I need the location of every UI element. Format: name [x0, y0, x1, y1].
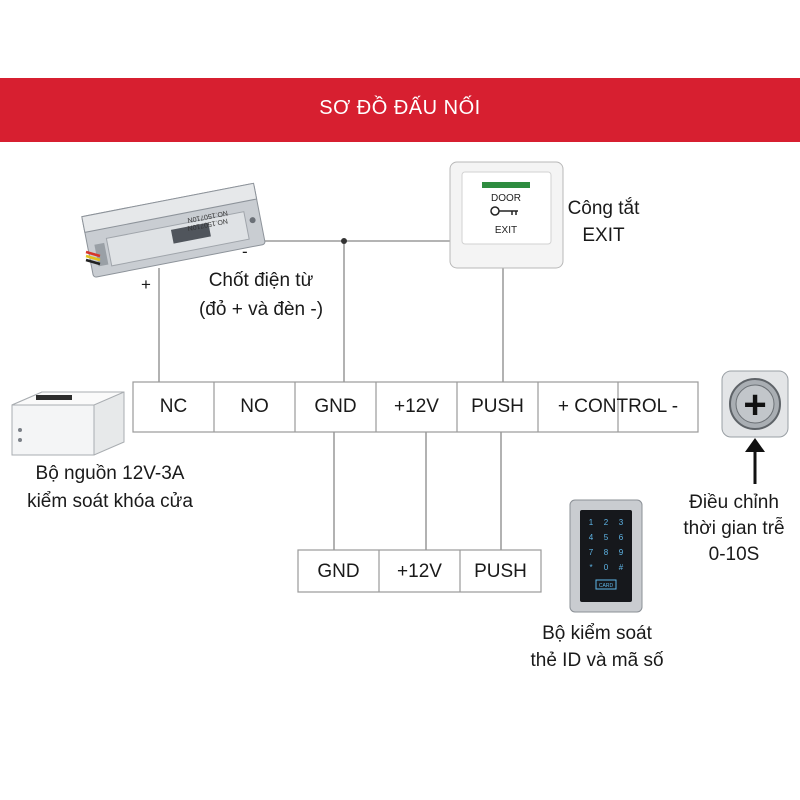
- terminal-gnd: GND: [314, 396, 357, 417]
- keypad-key: #: [619, 563, 624, 572]
- diagram-title: SƠ ĐỒ ĐẤU NỐI: [319, 97, 481, 119]
- exit-switch-label-line2: EXIT: [582, 225, 625, 246]
- header-banner: SƠ ĐỒ ĐẤU NỐI: [0, 78, 800, 142]
- exit-switch-door-text: DOOR: [491, 193, 521, 204]
- exit-switch-image: DOOR EXIT: [449, 161, 564, 269]
- delay-knob-image: +: [721, 370, 789, 438]
- keypad-key: *: [589, 563, 592, 572]
- arrow-up-icon: [745, 438, 765, 484]
- delay-knob-label-line2: thời gian trễ: [683, 518, 785, 539]
- terminal-nc: NC: [159, 396, 188, 417]
- lower-terminal-block: [297, 549, 542, 593]
- keypad-key: 1: [589, 518, 594, 527]
- keypad-key: 6: [619, 533, 624, 542]
- power-supply-image: [11, 391, 125, 456]
- keypad-card-text: CARD: [599, 583, 614, 589]
- terminal-control: + CONTROL -: [557, 396, 679, 417]
- delay-knob-label-line3: 0-10S: [708, 544, 760, 565]
- keypad-reader-image: 1 2 3 4 5 6 7 8 9 * 0 # CARD: [569, 499, 643, 613]
- key-icon: [490, 206, 518, 216]
- lower-terminal-12v: +12V: [397, 561, 442, 582]
- wire-junction: [341, 238, 347, 244]
- keypad-label: Bộ kiểm soát thẻ ID và mã số: [497, 622, 697, 673]
- exit-switch-label: Công tắt EXIT: [566, 197, 641, 248]
- keypad-keys: 1 2 3 4 5 6 7 8 9 * 0 #: [589, 518, 624, 572]
- lock-label: Chốt điện từ (đỏ + và đèn -): [166, 269, 356, 322]
- lock-minus-sign: -: [242, 242, 248, 261]
- lock-label-line2: (đỏ + và đèn -): [198, 299, 324, 320]
- exit-switch-label-line1: Công tắt: [567, 198, 640, 219]
- power-supply-label: Bộ nguồn 12V-3A kiểm soát khóa cửa: [0, 462, 220, 514]
- power-supply-label-line1: Bộ nguồn 12V-3A: [35, 463, 185, 484]
- main-terminal-block: [132, 381, 699, 433]
- delay-knob-label: Điều chỉnh thời gian trễ 0-10S: [668, 491, 800, 567]
- keypad-key: 4: [589, 533, 594, 542]
- keypad-key: 7: [589, 548, 594, 557]
- keypad-key: 5: [604, 533, 609, 542]
- keypad-label-line2: thẻ ID và mã số: [530, 650, 664, 671]
- delay-knob-label-line1: Điều chỉnh: [689, 492, 779, 513]
- keypad-key: 0: [604, 563, 609, 572]
- keypad-key: 3: [619, 518, 624, 527]
- keypad-key: 2: [604, 518, 609, 527]
- keypad-key: 9: [619, 548, 624, 557]
- lock-wires: [85, 250, 101, 266]
- electric-lock-image: [81, 182, 266, 278]
- power-supply-label-line2: kiểm soát khóa cửa: [27, 491, 193, 512]
- terminal-12v: +12V: [394, 396, 439, 417]
- lower-terminal-push: PUSH: [474, 561, 527, 582]
- exit-switch-exit-text: EXIT: [495, 225, 517, 236]
- keypad-label-line1: Bộ kiểm soát: [542, 623, 652, 644]
- lock-plus-sign: +: [141, 275, 151, 294]
- lower-terminal-gnd: GND: [317, 561, 360, 582]
- lock-label-line1: Chốt điện từ: [208, 270, 314, 291]
- terminal-no: NO: [240, 396, 269, 417]
- plus-icon: +: [743, 383, 766, 427]
- keypad-key: 8: [604, 548, 609, 557]
- terminal-push: PUSH: [471, 396, 524, 417]
